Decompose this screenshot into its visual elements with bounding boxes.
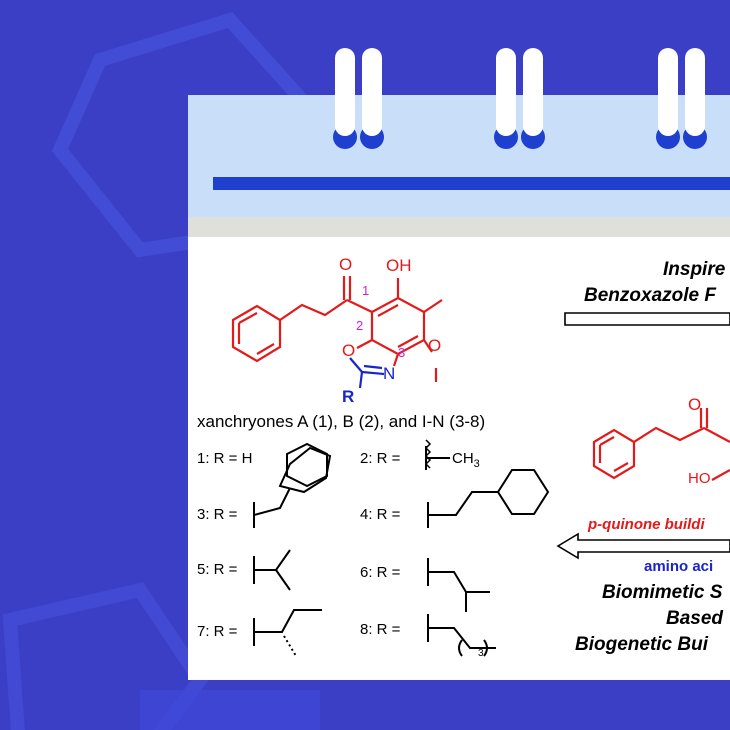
variant-1-label: 1: R = H [197, 450, 253, 467]
reaction-arrows [556, 312, 730, 560]
variant-2-group: CH3 [452, 450, 480, 470]
building-block-label: p-quinone buildi [588, 516, 705, 533]
atom-nitrogen: N [383, 364, 396, 383]
atom-hydroxyl: OH [386, 256, 412, 275]
position-2: 2 [356, 318, 364, 333]
variant-6-label: 6: R = [360, 564, 401, 581]
variant-7-label: 7: R = [197, 623, 238, 640]
variant-5-label: 5: R = [197, 561, 238, 578]
biomimetic-line3: Biogenetic Bui [575, 634, 709, 655]
compound-label: xanchryones A (1), B (2), and I-N (3-8) [197, 412, 486, 431]
variant-8-label: 8: R = [360, 621, 401, 638]
atom-r-group: R [342, 387, 355, 406]
atom-right-hydroxyl: HO [688, 470, 711, 487]
position-1: 1 [362, 283, 370, 298]
r-group-structures [253, 442, 550, 657]
benzoxazole-core [231, 276, 443, 382]
right-title-line2: Benzoxazole F [584, 285, 716, 306]
atom-methoxy-o: O [428, 336, 442, 355]
position-3: 3 [398, 345, 406, 360]
atom-carbonyl-o: O [339, 255, 353, 274]
calendar-header [188, 95, 730, 217]
right-title-line1: Inspire [663, 259, 726, 280]
variant-2-label: 2: R = [360, 450, 401, 467]
variant-3-label: 3: R = [197, 506, 238, 523]
atom-right-carbonyl-o: O [688, 395, 702, 414]
biomimetic-line1: Biomimetic S [602, 582, 723, 603]
variant-8-repeat: 3 [478, 648, 484, 659]
variant-4-label: 4: R = [360, 506, 401, 523]
calendar-card [188, 95, 730, 680]
oxazole-c2 [349, 357, 385, 389]
biomimetic-line2: Based [666, 608, 724, 629]
attachment-marks [424, 439, 432, 469]
calendar-header-bar [213, 177, 730, 190]
calendar-separator [188, 217, 730, 237]
quinone-building-block [592, 408, 730, 481]
amino-acid-label: amino aci [644, 558, 714, 575]
atom-oxazole-o: O [342, 341, 356, 360]
